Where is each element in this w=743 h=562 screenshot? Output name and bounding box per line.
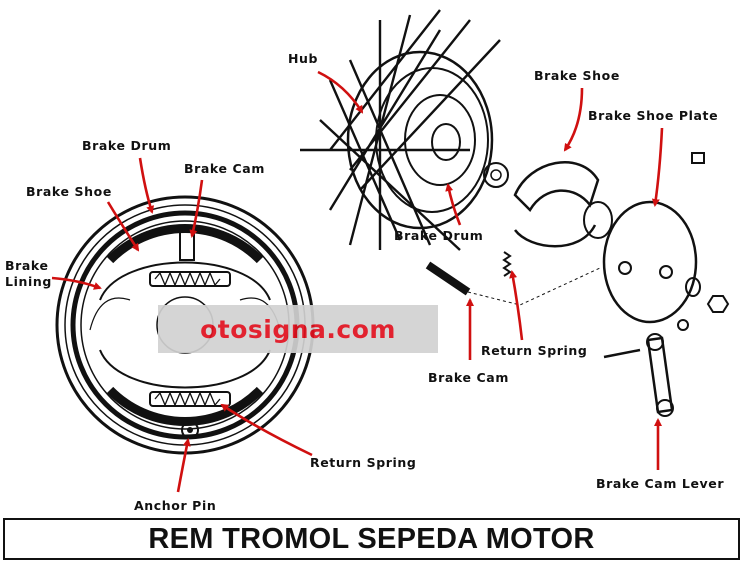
arrow-anchor-pin [176, 438, 191, 493]
arrow-hub [317, 70, 364, 114]
label-brake-lining-line2: Lining [5, 274, 52, 289]
label-brake-cam-right: Brake Cam [428, 370, 509, 385]
label-brake-shoe-right: Brake Shoe [534, 68, 620, 83]
arrow-brake-cam-left [189, 179, 204, 238]
arrow-return-spring-left [220, 403, 313, 457]
arrow-brake-shoe-right [563, 87, 584, 152]
label-brake-cam-left: Brake Cam [184, 161, 265, 176]
label-brake-shoe-left: Brake Shoe [26, 184, 112, 199]
diagram-title: REM TROMOL SEPEDA MOTOR [148, 522, 595, 555]
part-labels: Hub Brake Shoe Brake Shoe Plate Brake Dr… [5, 51, 724, 513]
label-brake-drum-left: Brake Drum [82, 138, 171, 153]
watermark-text: otosigna.com [200, 314, 396, 344]
exploded-view [300, 9, 730, 417]
pointer-arrows [51, 70, 664, 493]
arrow-brake-drum-right [445, 183, 462, 226]
label-anchor-pin: Anchor Pin [134, 498, 216, 513]
title-bar: REM TROMOL SEPEDA MOTOR [3, 518, 740, 560]
arrow-brake-lining [51, 276, 102, 290]
arrow-brake-shoe-plate [651, 127, 664, 207]
arrow-return-spring-right [509, 270, 524, 341]
label-brake-cam-lever: Brake Cam Lever [596, 476, 724, 491]
label-brake-lining-line1: Brake [5, 258, 49, 273]
arrow-brake-drum-left [138, 157, 154, 214]
watermark: otosigna.com [158, 305, 438, 353]
label-brake-shoe-plate: Brake Shoe Plate [588, 108, 718, 123]
label-return-spring-left: Return Spring [310, 455, 416, 470]
label-hub: Hub [288, 51, 318, 66]
label-brake-drum-right: Brake Drum [394, 228, 483, 243]
arrow-brake-shoe-left [106, 201, 140, 252]
label-return-spring-right: Return Spring [481, 343, 587, 358]
